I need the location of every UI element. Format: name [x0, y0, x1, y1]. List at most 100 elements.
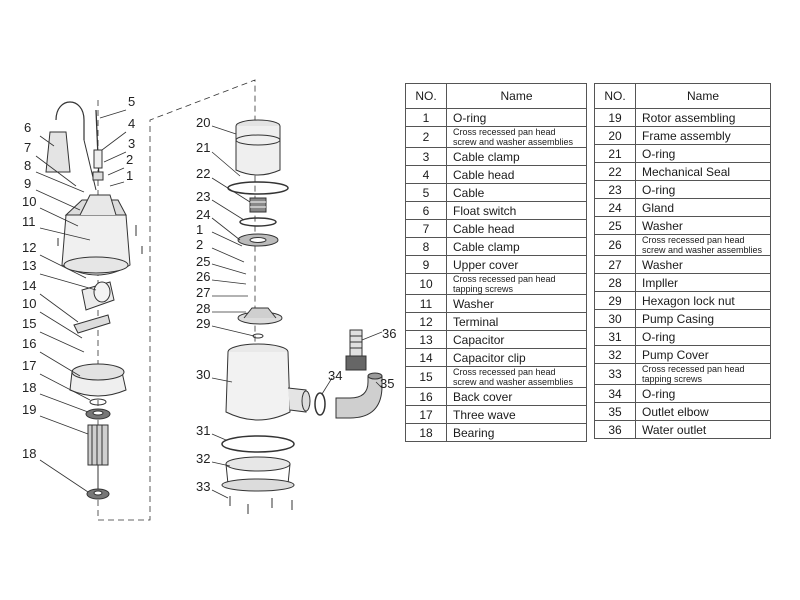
part-name: Cross recessed pan head tapping screws [446, 273, 587, 295]
callout-label: 14 [22, 278, 36, 293]
callout-label: 1 [126, 168, 133, 183]
part-name: Cross recessed pan head screw and washer… [446, 366, 587, 388]
gland-part [237, 233, 279, 247]
part-no: 13 [405, 330, 447, 349]
part-no: 27 [594, 255, 636, 274]
callout-label: 21 [196, 140, 210, 155]
callout-label: 30 [196, 367, 210, 382]
part-name: Capacitor [446, 330, 587, 349]
part-no: 30 [594, 309, 636, 328]
callout-label: 19 [22, 402, 36, 417]
part-no: 5 [405, 183, 447, 202]
callout-label: 23 [196, 189, 210, 204]
part-name: Rotor assembling [635, 108, 771, 127]
part-no: 3 [405, 147, 447, 166]
part-no: 4 [405, 165, 447, 184]
part-no: 25 [594, 216, 636, 235]
part-name: Cross recessed pan head screw and washer… [635, 234, 771, 256]
bearing-top-part [85, 408, 111, 420]
part-name: O-ring [446, 108, 587, 127]
part-no: 26 [594, 234, 636, 256]
rotor-part [87, 424, 109, 490]
part-no: 22 [594, 162, 636, 181]
part-no: 33 [594, 363, 636, 385]
mechanical-seal-part [249, 197, 267, 213]
callout-label: 17 [22, 358, 36, 373]
part-no: 21 [594, 144, 636, 163]
cable-part [92, 109, 104, 181]
part-name: Mechanical Seal [635, 162, 771, 181]
callout-label: 1 [196, 222, 203, 237]
callout-label: 2 [126, 152, 133, 167]
header-name: Name [446, 83, 587, 109]
part-name: O-ring [635, 327, 771, 346]
float-switch-part [45, 101, 97, 191]
part-no: 23 [594, 180, 636, 199]
three-wave-washer-part [89, 398, 107, 406]
outlet-elbow-part [335, 372, 383, 419]
upper-cover-part [61, 194, 131, 276]
callout-label: 10 [22, 296, 36, 311]
part-no: 18 [405, 423, 447, 442]
callout-label: 25 [196, 254, 210, 269]
part-no: 7 [405, 219, 447, 238]
part-no: 12 [405, 312, 447, 331]
part-name: Pump Casing [635, 309, 771, 328]
o-ring-23-part [239, 217, 277, 227]
part-name: Washer [635, 255, 771, 274]
part-no: 20 [594, 126, 636, 145]
part-no: 6 [405, 201, 447, 220]
part-name: Frame assembly [635, 126, 771, 145]
part-no: 11 [405, 294, 447, 313]
callout-label: 13 [22, 258, 36, 273]
part-name: Impller [635, 273, 771, 292]
part-no: 9 [405, 255, 447, 274]
part-no: 17 [405, 405, 447, 424]
callout-label: 32 [196, 451, 210, 466]
part-no: 14 [405, 348, 447, 367]
part-no: 31 [594, 327, 636, 346]
part-no: 19 [594, 108, 636, 127]
callout-label: 10 [22, 194, 36, 209]
callout-label: 16 [22, 336, 36, 351]
part-no: 36 [594, 420, 636, 439]
assembly-guide-line [97, 79, 256, 521]
callout-label: 35 [380, 376, 394, 391]
callout-label: 2 [196, 237, 203, 252]
part-name: Capacitor clip [446, 348, 587, 367]
part-no: 24 [594, 198, 636, 217]
part-name: Three wave [446, 405, 587, 424]
callout-label: 26 [196, 269, 210, 284]
part-no: 8 [405, 237, 447, 256]
part-no: 15 [405, 366, 447, 388]
callout-label: 7 [24, 140, 31, 155]
callout-label: 12 [22, 240, 36, 255]
capacitor-part [73, 281, 115, 334]
part-name: Cable [446, 183, 587, 202]
part-no: 10 [405, 273, 447, 295]
